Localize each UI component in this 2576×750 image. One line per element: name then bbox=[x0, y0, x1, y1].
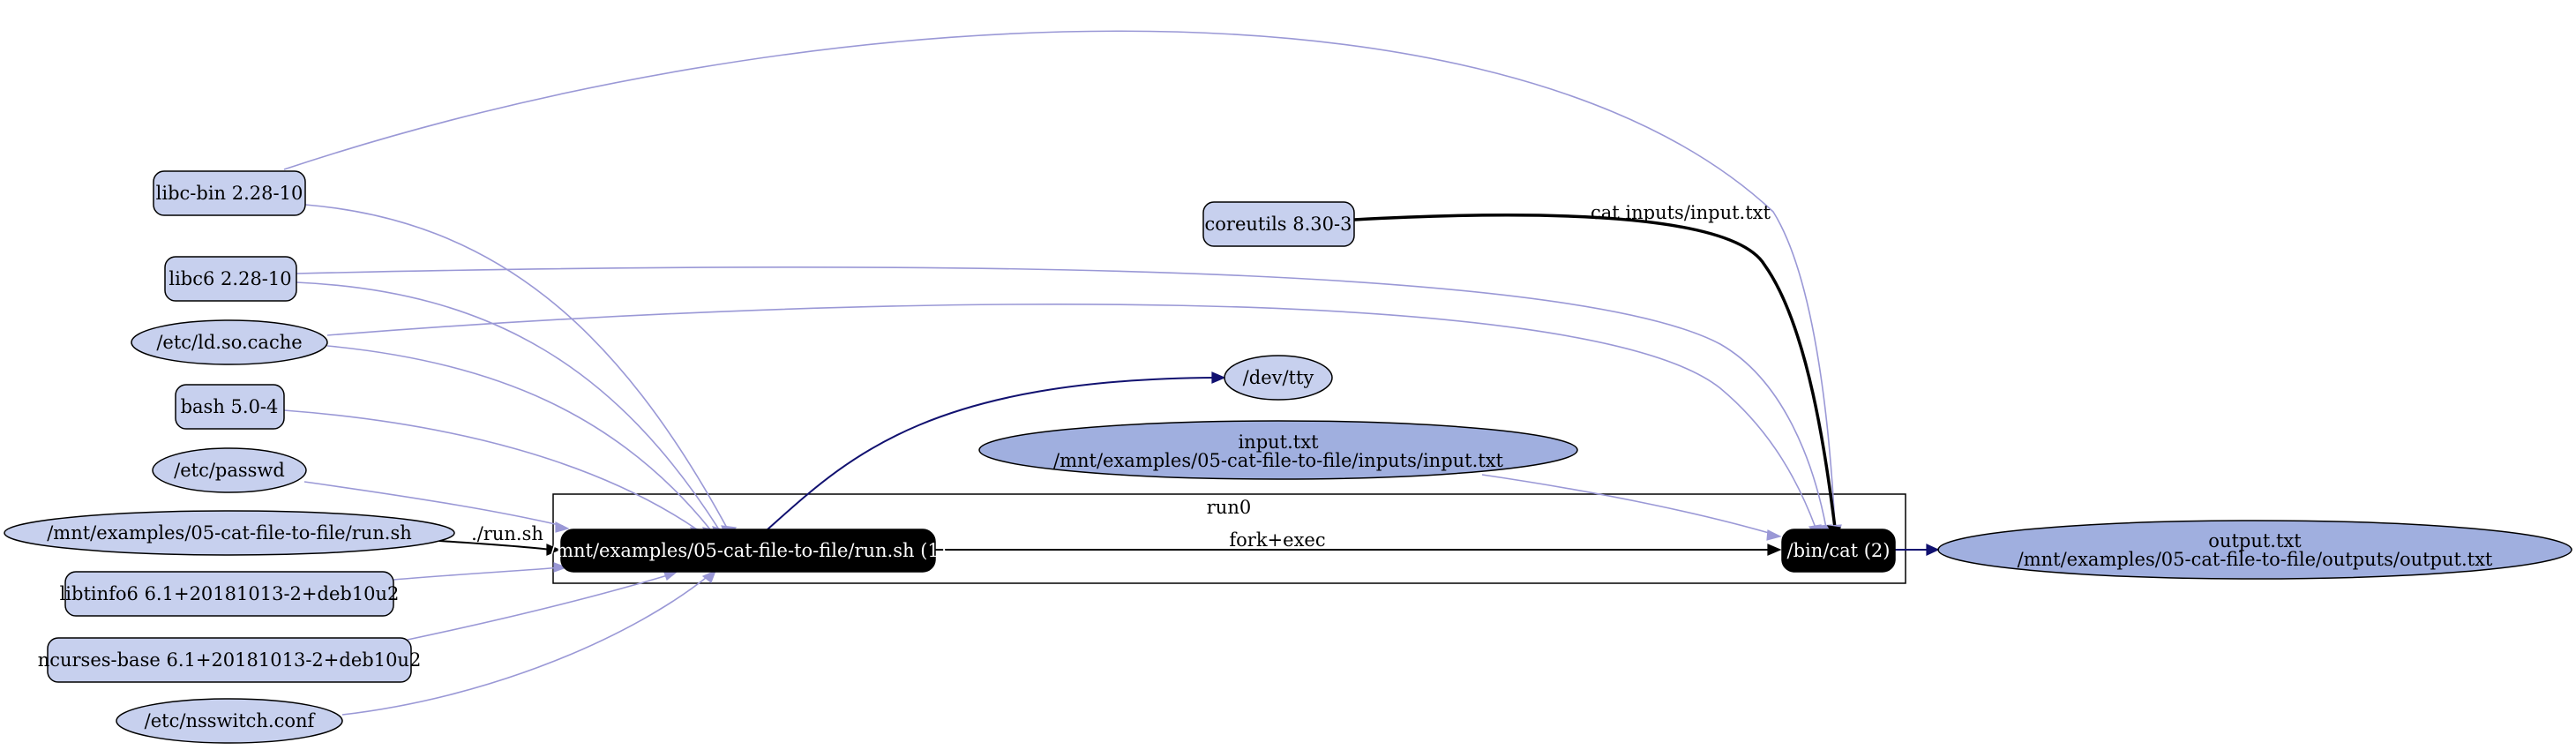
node-output-file[interactable]: output.txt /mnt/examples/05-cat-file-to-… bbox=[1937, 520, 2572, 580]
edge-libc-bin-to-cat bbox=[283, 30, 1836, 529]
node-passwd[interactable]: /etc/passwd bbox=[152, 447, 307, 493]
arrowhead bbox=[555, 521, 570, 533]
process-box bbox=[560, 529, 936, 573]
file-ellipse bbox=[1937, 520, 2572, 580]
package-box bbox=[164, 256, 297, 302]
node-label: /dev/tty bbox=[1243, 367, 1314, 388]
edge-libc6-to-run-sh bbox=[296, 281, 720, 530]
node-label: bash 5.0-4 bbox=[181, 396, 279, 417]
edge-coreutils-to-cat bbox=[1353, 214, 1837, 529]
edge-passwd-to-run-sh bbox=[303, 481, 564, 527]
node-ncurses-base[interactable]: ncurses-base 6.1+20181013-2+deb10u2 bbox=[38, 637, 422, 683]
edge-bash-to-run-sh bbox=[283, 409, 698, 530]
node-dev-tty[interactable]: /dev/tty bbox=[1224, 355, 1333, 401]
arrowhead bbox=[553, 562, 568, 573]
node-label: /etc/nsswitch.conf bbox=[145, 710, 317, 731]
node-label-name: input.txt bbox=[1238, 431, 1319, 453]
node-label: ncurses-base 6.1+20181013-2+deb10u2 bbox=[38, 649, 422, 671]
edge-label-run-sh: ./run.sh bbox=[471, 523, 543, 544]
node-libtinfo6[interactable]: libtinfo6 6.1+20181013-2+deb10u2 bbox=[60, 571, 400, 617]
node-label-name: output.txt bbox=[2208, 530, 2302, 551]
file-ellipse bbox=[4, 510, 455, 556]
package-box bbox=[47, 637, 412, 683]
package-box bbox=[153, 170, 306, 216]
node-input-file[interactable]: input.txt /mnt/examples/05-cat-file-to-f… bbox=[978, 420, 1578, 480]
node-label-path: /mnt/examples/05-cat-file-to-file/output… bbox=[2018, 549, 2493, 570]
node-label: /mnt/examples/05-cat-file-to-file/run.sh bbox=[47, 522, 412, 544]
edge-run-sh-file-to-process bbox=[438, 540, 551, 551]
node-label: /mnt/examples/05-cat-file-to-file/run.sh… bbox=[550, 540, 947, 561]
node-label-path: /mnt/examples/05-cat-file-to-file/inputs… bbox=[1053, 450, 1504, 471]
arrowhead bbox=[1211, 371, 1226, 384]
edge-ncurses-base-to-run-sh bbox=[407, 574, 671, 641]
package-box bbox=[64, 571, 394, 617]
edge-libc-bin-to-run-sh bbox=[304, 204, 729, 530]
node-label: coreutils 8.30-3 bbox=[1205, 214, 1352, 235]
file-ellipse bbox=[978, 420, 1578, 480]
package-box bbox=[1202, 201, 1355, 247]
node-process-run-sh[interactable]: /mnt/examples/05-cat-file-to-file/run.sh… bbox=[550, 529, 947, 573]
node-libc-bin[interactable]: libc-bin 2.28-10 bbox=[153, 170, 306, 216]
arrowhead bbox=[1766, 529, 1782, 541]
edge-labels: ./run.sh fork+exec cat inputs/input.txt bbox=[471, 202, 1771, 551]
node-label: libc-bin 2.28-10 bbox=[156, 183, 303, 204]
edge-label-fork-exec: fork+exec bbox=[1229, 529, 1325, 551]
node-bash[interactable]: bash 5.0-4 bbox=[175, 384, 285, 430]
node-ld-so-cache[interactable]: /etc/ld.so.cache bbox=[131, 319, 328, 365]
edge-run-sh-to-dev-tty bbox=[767, 377, 1217, 530]
cluster-box bbox=[552, 493, 1906, 584]
cluster-run0: run0 bbox=[552, 493, 1906, 584]
arrowhead bbox=[546, 544, 561, 556]
edge-libtinfo6-to-run-sh bbox=[393, 566, 562, 581]
edges bbox=[283, 30, 1928, 716]
arrowhead bbox=[701, 569, 717, 583]
edge-ld-so-cache-to-cat bbox=[326, 304, 1816, 529]
edge-label-cat-cmd: cat inputs/input.txt bbox=[1591, 202, 1771, 223]
edge-ld-so-cache-to-run-sh bbox=[326, 345, 711, 530]
file-ellipse bbox=[116, 698, 343, 744]
file-ellipse bbox=[1224, 355, 1333, 401]
edge-nsswitch-to-run-sh bbox=[341, 574, 711, 716]
arrowhead bbox=[1926, 544, 1940, 556]
package-box bbox=[175, 384, 285, 430]
edge-input-to-cat bbox=[1481, 474, 1776, 536]
node-process-cat[interactable]: /bin/cat (2) bbox=[1781, 529, 1896, 573]
arrowhead bbox=[1767, 544, 1782, 556]
node-libc6[interactable]: libc6 2.28-10 bbox=[164, 256, 297, 302]
process-box bbox=[1781, 529, 1896, 573]
node-coreutils[interactable]: coreutils 8.30-3 bbox=[1202, 201, 1355, 247]
file-ellipse bbox=[152, 447, 307, 493]
node-run-sh-file[interactable]: /mnt/examples/05-cat-file-to-file/run.sh bbox=[4, 510, 455, 556]
node-label: /etc/passwd bbox=[174, 460, 285, 481]
node-label: /etc/ld.so.cache bbox=[156, 332, 302, 353]
file-ellipse bbox=[131, 319, 328, 365]
edge-libc6-to-cat bbox=[296, 266, 1827, 529]
node-nsswitch[interactable]: /etc/nsswitch.conf bbox=[116, 698, 343, 744]
node-label: libtinfo6 6.1+20181013-2+deb10u2 bbox=[60, 583, 400, 604]
cluster-label: run0 bbox=[1207, 497, 1251, 518]
node-label: /bin/cat (2) bbox=[1787, 540, 1891, 561]
node-label: libc6 2.28-10 bbox=[168, 268, 291, 289]
